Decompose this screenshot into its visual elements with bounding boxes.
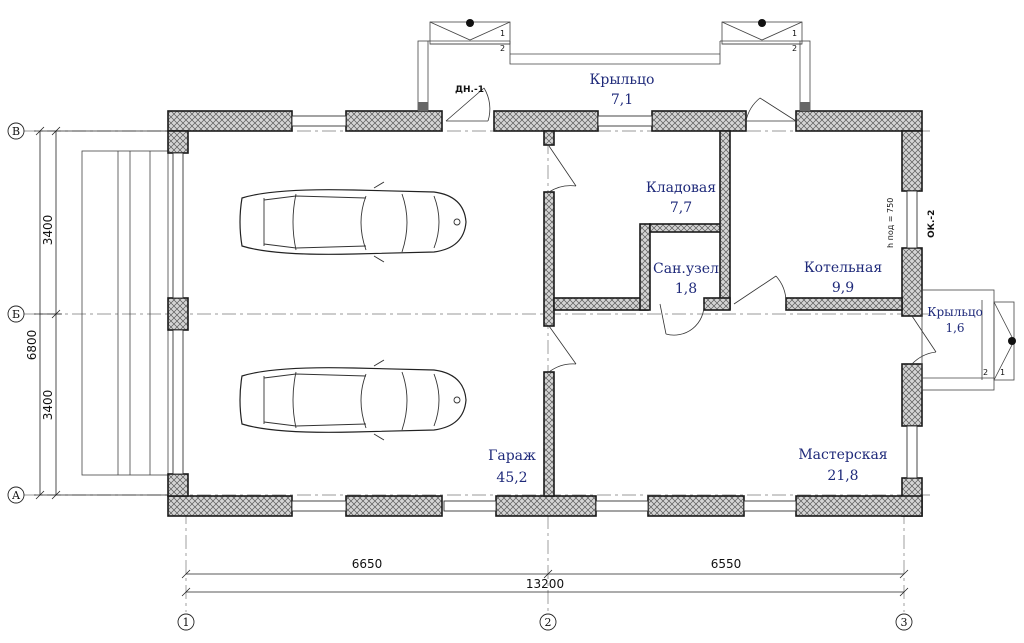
stair-mark-2a: 2 (500, 44, 505, 53)
stair-mark-1a: 1 (500, 29, 505, 38)
axis-marker-1 (177, 613, 195, 631)
stair-mark-2c: 2 (983, 368, 988, 377)
axis-label-3: 3 (901, 616, 908, 629)
horizontal-dimensions (181, 569, 909, 597)
dim-h-right: 6550 (711, 557, 742, 571)
axis-marker-b (7, 305, 25, 323)
room-garage-area: 45,2 (496, 470, 527, 486)
axis-label-v: В (12, 125, 20, 138)
room-storage-name: Кладовая (646, 180, 716, 196)
windows (172, 115, 918, 512)
window-height-label: h под = 750 (886, 198, 895, 248)
door-tag: ДН.-1 (455, 85, 484, 95)
room-porch-top-name: Крыльцо (590, 72, 655, 88)
room-boiler-name: Котельная (804, 260, 882, 276)
doors (445, 87, 937, 373)
right-porch (921, 289, 1016, 391)
room-toilet-name: Сан.узел (653, 261, 719, 277)
room-boiler-area: 9,9 (832, 280, 854, 296)
stair-mark-2b: 2 (792, 44, 797, 53)
axis-label-2: 2 (545, 616, 552, 629)
axis-marker-a (7, 486, 25, 504)
axis-label-a: А (12, 489, 21, 502)
axis-label-1: 1 (183, 616, 190, 629)
axis-marker-v (7, 122, 25, 140)
room-porch-side-area: 1,6 (945, 321, 964, 335)
stair-mark-1c: 1 (1000, 368, 1005, 377)
axis-marker-3 (895, 613, 913, 631)
dim-v-upper: 3400 (41, 215, 55, 246)
dim-h-total: 13200 (526, 577, 564, 591)
top-porch (417, 19, 811, 112)
window-tag: ОК.-2 (927, 210, 937, 238)
room-workshop-name: Мастерская (798, 447, 887, 463)
room-garage-name: Гараж (488, 448, 536, 464)
dim-h-left: 6650 (352, 557, 383, 571)
axis-label-b: Б (12, 308, 20, 321)
stair-mark-1b: 1 (792, 29, 797, 38)
car-bottom-icon (239, 359, 467, 441)
vertical-dimensions (34, 126, 168, 500)
car-top-icon (239, 181, 467, 263)
room-porch-side-name: Крыльцо (927, 305, 983, 319)
room-porch-top-area: 7,1 (611, 92, 633, 108)
dim-v-total: 6800 (25, 330, 39, 361)
axis-marker-2 (539, 613, 557, 631)
room-toilet-area: 1,8 (675, 281, 697, 297)
room-storage-area: 7,7 (670, 200, 692, 216)
dim-v-lower: 3400 (41, 390, 55, 421)
room-workshop-area: 21,8 (827, 468, 858, 484)
